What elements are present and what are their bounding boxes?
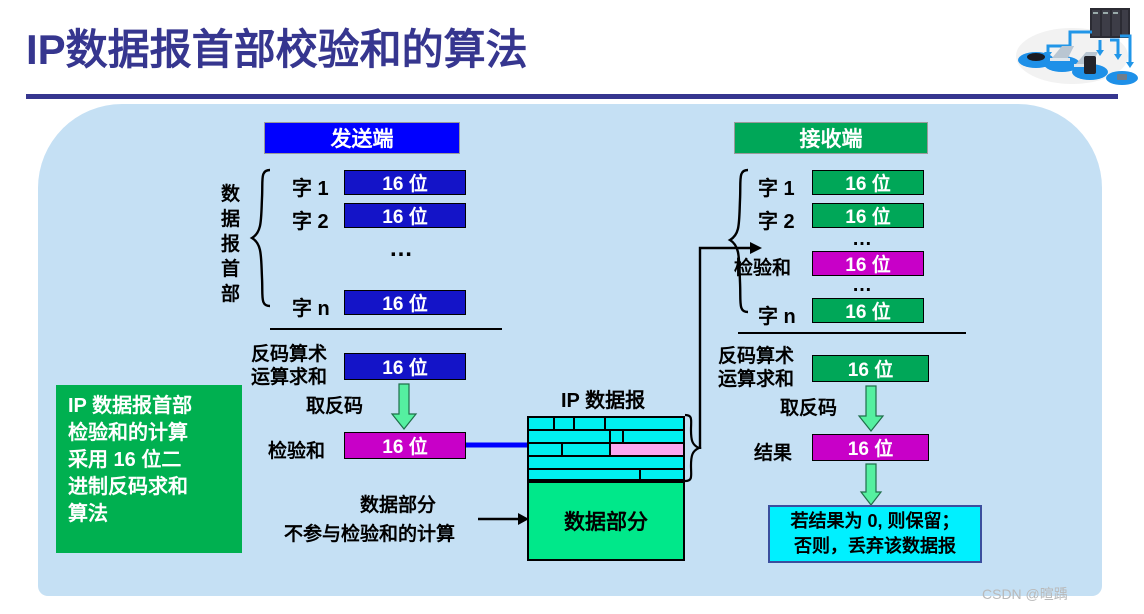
green-note-line3: 采用 16 位二 [68,449,182,471]
datagram-checksum-cell [610,444,683,455]
sender-complement-arrow-icon [390,383,418,430]
sender-divider [270,328,502,330]
sender-sum-label-line2: 运算求和 [251,367,328,388]
ip-datagram: 数据部分 [527,416,685,561]
title-divider [26,94,1118,99]
sender-row-label-n: 字 n [292,298,330,320]
receiver-brace-icon [727,168,750,314]
sender-brace-icon [249,168,272,308]
datagram-header-row-4 [529,457,683,470]
receiver-sum-label-line2: 运算求和 [718,369,795,390]
receiver-row-label-n: 字 n [758,306,796,328]
sender-sum-label-line1: 反码算术 [251,344,328,365]
green-note-line2: 检验和的计算 [68,422,188,444]
sender-row-value-1: 16 位 [344,170,466,195]
datagram-note-line1: 数据部分 [360,495,437,516]
network-topology-clipart [1000,2,1140,90]
receiver-checksum-value: 16 位 [812,251,924,276]
sender-row-value-n: 16 位 [344,290,466,315]
receiver-result-label: 结果 [754,443,793,464]
receiver-row-value-2: 16 位 [812,203,924,228]
page-title: IP数据报首部校验和的算法 [26,26,528,73]
sender-group-label: 数据报首部 [221,184,241,305]
conclusion-box: 若结果为 0, 则保留； 否则，丢弃该数据报 [768,505,982,563]
watermark: CSDN @暄踽 [982,586,1068,602]
datagram-data-part: 数据部分 [527,481,685,561]
datagram-note-arrow-icon [478,512,530,526]
green-note-line1: IP 数据报首部 [68,395,193,417]
receiver-row-label-1: 字 1 [758,178,795,200]
sender-complement-label: 取反码 [306,396,364,417]
conclusion-line2: 否则，丢弃该数据报 [794,536,956,556]
sender-row-ellipsis: … [389,235,415,262]
green-note-line5: 算法 [68,503,108,525]
receiver-row-label-2: 字 2 [758,211,795,233]
receiver-result-arrow-icon [859,463,883,506]
sender-header: 发送端 [264,122,460,154]
datagram-title: IP 数据报 [561,390,646,412]
conclusion-line1: 若结果为 0, 则保留； [790,511,960,531]
datagram-header-row-5 [529,470,683,481]
receiver-checksum-label: 检验和 [734,258,792,279]
receiver-complement-arrow-icon [857,385,885,432]
sender-checksum-label: 检验和 [268,441,326,462]
sender-sum-value: 16 位 [344,353,466,380]
receiver-header: 接收端 [734,122,928,154]
receiver-row-value-1: 16 位 [812,170,924,195]
receiver-sum-value: 16 位 [812,355,929,382]
receiver-divider [738,332,966,334]
receiver-complement-label: 取反码 [780,398,838,419]
receiver-sum-label-line1: 反码算术 [718,346,795,367]
green-note-box: IP 数据报首部 检验和的计算 采用 16 位二 进制反码求和 算法 [56,385,242,553]
datagram-note-line2: 不参与检验和的计算 [284,524,456,545]
receiver-row-value-n: 16 位 [812,298,924,323]
datagram-header-row-2 [529,431,683,444]
receiver-row-ellipsis-1: … [852,228,874,250]
datagram-header-row-1 [529,418,683,431]
sender-row-value-2: 16 位 [344,203,466,228]
sender-row-label-2: 字 2 [292,211,329,233]
green-note-line4: 进制反码求和 [68,476,188,498]
datagram-header-grid [527,416,685,481]
datagram-header-row-3 [529,444,683,457]
datagram-to-receiver-connector-icon [698,242,766,454]
sender-checksum-value: 16 位 [344,432,466,459]
sender-row-label-1: 字 1 [292,178,329,200]
receiver-row-ellipsis-2: … [852,274,874,296]
receiver-result-value: 16 位 [812,434,929,461]
